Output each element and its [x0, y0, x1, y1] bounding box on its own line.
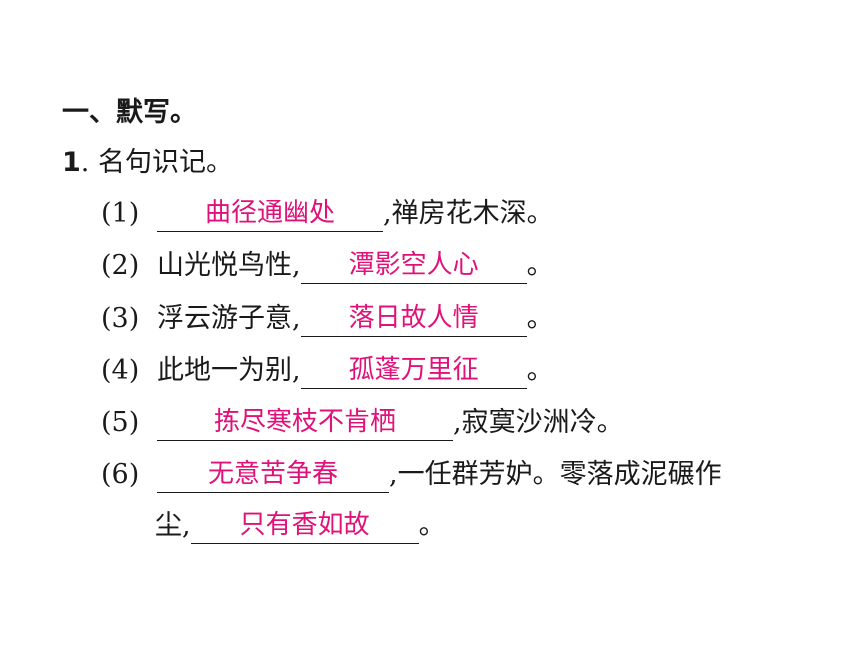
item-6-continuation: 尘, 只有香如故 。: [155, 508, 446, 544]
question-heading: 1. 名句识记。: [62, 145, 233, 181]
answer-text: 孤蓬万里征: [348, 355, 479, 385]
answer-text: 拣尽寒枝不肯栖: [213, 407, 396, 437]
item-4: (4) 此地一为别, 孤蓬万里征 。: [101, 353, 554, 389]
item-after: 。: [526, 303, 554, 334]
answer-text: 无意苦争春: [207, 459, 338, 489]
item-3: (3) 浮云游子意, 落日故人情 。: [101, 301, 554, 337]
item-before: 山光悦鸟性,: [157, 250, 301, 281]
item-label: (6): [101, 459, 140, 490]
answer-blank[interactable]: 只有香如故: [190, 509, 419, 544]
answer-blank[interactable]: 无意苦争春: [157, 458, 389, 493]
item-1: (1) 曲径通幽处 ,禅房花木深。: [101, 196, 554, 232]
section-title: 一、默写。: [62, 97, 197, 128]
item-label: (5): [101, 407, 140, 438]
answer-blank[interactable]: 潭影空人心: [300, 249, 527, 284]
answer-text: 只有香如故: [239, 510, 370, 540]
item-before: 此地一为别,: [157, 355, 301, 386]
item-after: ,寂寞沙洲冷。: [453, 407, 624, 438]
item-before: 浮云游子意,: [157, 303, 301, 334]
answer-blank[interactable]: 曲径通幽处: [157, 197, 383, 232]
item-after: 。: [418, 510, 446, 541]
item-before: 尘,: [155, 510, 191, 541]
item-label: (1): [101, 198, 140, 229]
item-after: ,禅房花木深。: [383, 198, 554, 229]
question-text: . 名句识记。: [80, 147, 233, 178]
item-after: ,一任群芳妒。零落成泥碾作: [389, 459, 722, 490]
answer-text: 潭影空人心: [348, 250, 479, 280]
item-5: (5) 拣尽寒枝不肯栖 ,寂寞沙洲冷。: [101, 405, 624, 441]
item-label: (3): [101, 303, 140, 334]
item-after: 。: [526, 355, 554, 386]
item-6: (6) 无意苦争春 ,一任群芳妒。零落成泥碾作: [101, 457, 722, 493]
answer-blank[interactable]: 拣尽寒枝不肯栖: [157, 406, 453, 441]
answer-text: 曲径通幽处: [204, 198, 335, 228]
question-number: 1: [62, 147, 81, 178]
answer-blank[interactable]: 孤蓬万里征: [300, 354, 527, 389]
item-after: 。: [526, 250, 554, 281]
item-label: (2): [101, 250, 140, 281]
answer-blank[interactable]: 落日故人情: [300, 302, 527, 337]
answer-text: 落日故人情: [348, 303, 479, 333]
item-2: (2) 山光悦鸟性, 潭影空人心 。: [101, 248, 554, 284]
item-label: (4): [101, 355, 140, 386]
